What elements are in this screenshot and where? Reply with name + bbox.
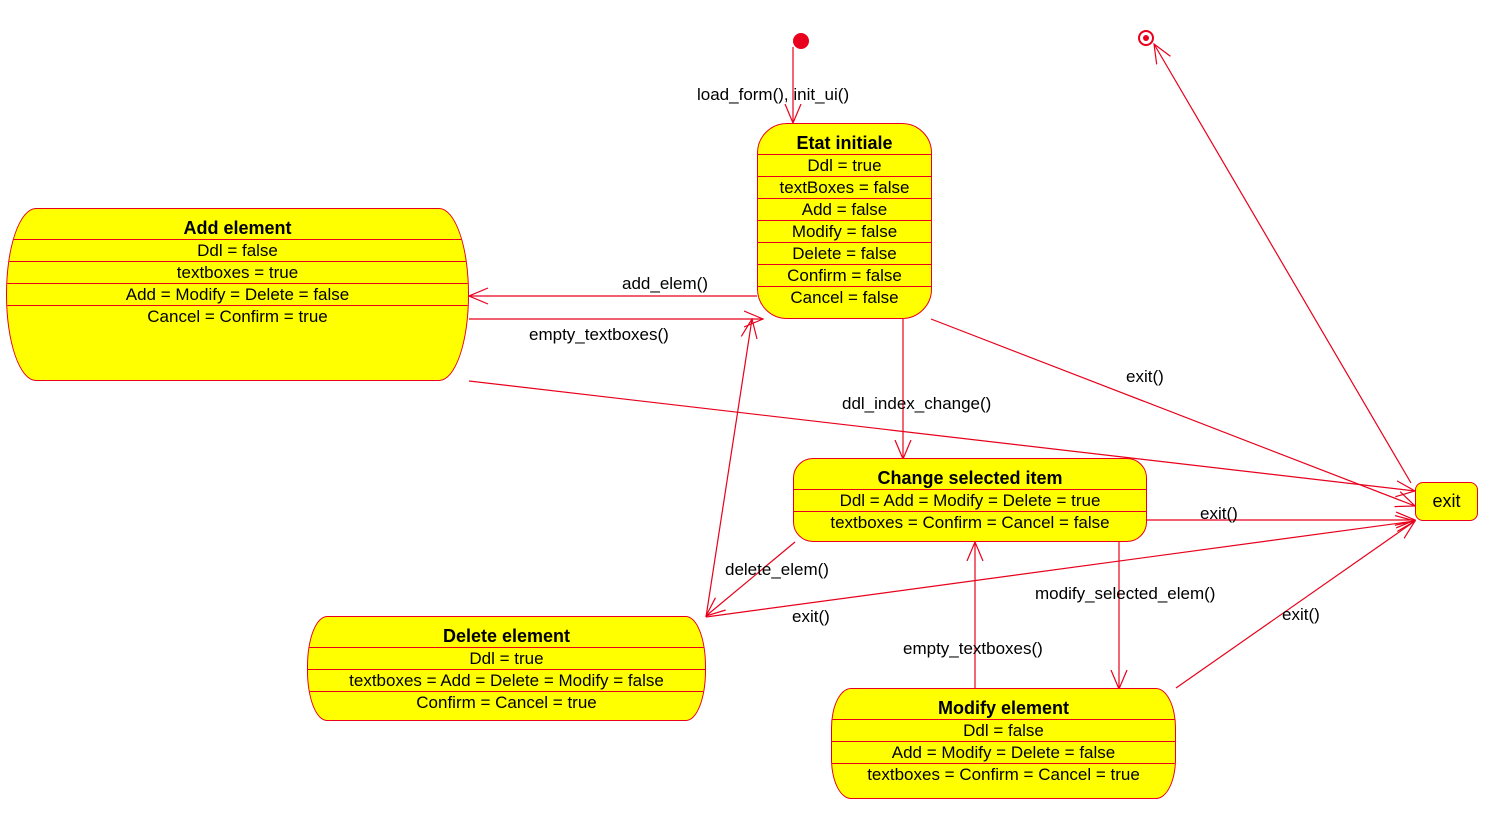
state-attribute: Cancel = Confirm = true [7,305,468,327]
transition-delete-to-exit [705,521,1415,618]
label-ddl-index-change: ddl_index_change() [842,394,992,413]
state-title: Delete element [442,626,571,646]
label-delete-elem: delete_elem() [725,560,829,579]
state-attribute: Modify = false [758,220,931,242]
label-empty-textboxes-add: empty_textboxes() [529,325,669,344]
state-attribute: Add = Modify = Delete = false [7,283,468,305]
state-attribute: Delete = false [758,242,931,264]
label-exit-delete: exit() [792,607,830,626]
initial-state-dot [793,33,809,49]
label-empty-textboxes-modify: empty_textboxes() [903,639,1043,658]
transition-exit-to-final [1154,44,1412,484]
label-exit-change: exit() [1200,504,1238,523]
state-attribute: Confirm = false [758,264,931,286]
state-attribute: Ddl = true [308,647,705,669]
label-load-form: load_form(), init_ui() [697,85,850,104]
state-attribute: Ddl = false [832,719,1175,741]
state-add-element: Add element Ddl = false textboxes = true… [6,208,469,381]
label-add-elem: add_elem() [622,274,708,293]
state-title: Change selected item [877,468,1063,488]
state-attribute: Ddl = true [758,154,931,176]
state-delete-element: Delete element Ddl = true textboxes = Ad… [307,616,706,721]
state-title: Add element [183,218,292,238]
final-state-inner [1143,35,1149,41]
state-exit: exit [1415,482,1478,521]
state-attribute: Ddl = false [7,239,468,261]
state-attribute: Cancel = false [758,286,931,308]
state-attribute: Ddl = Add = Modify = Delete = true [794,489,1146,511]
state-attribute: textBoxes = false [758,176,931,198]
transition-etat-to-exit [930,318,1415,506]
state-change-selected-item: Change selected item Ddl = Add = Modify … [793,458,1147,542]
label-exit-initial: exit() [1126,367,1164,386]
state-attribute: Add = false [758,198,931,220]
transition-delete-to-etat [705,319,752,618]
state-attribute: Add = Modify = Delete = false [832,741,1175,763]
label-modify-selected-elem: modify_selected_elem() [1035,584,1216,603]
transition-change-to-delete [706,541,796,616]
state-title: Modify element [937,698,1070,718]
state-attribute: textboxes = Add = Delete = Modify = fals… [308,669,705,691]
state-attribute: textboxes = Confirm = Cancel = false [794,511,1146,533]
transition-add-to-exit [468,380,1415,491]
transition-modify-to-exit [1175,521,1415,689]
state-title: Etat initiale [796,133,893,153]
state-attribute: textboxes = true [7,261,468,283]
state-etat-initiale: Etat initiale Ddl = true textBoxes = fal… [757,123,932,319]
label-exit-modify: exit() [1282,605,1320,624]
state-modify-element: Modify element Ddl = false Add = Modify … [831,688,1176,799]
state-attribute: Confirm = Cancel = true [308,691,705,713]
state-attribute: textboxes = Confirm = Cancel = true [832,763,1175,785]
